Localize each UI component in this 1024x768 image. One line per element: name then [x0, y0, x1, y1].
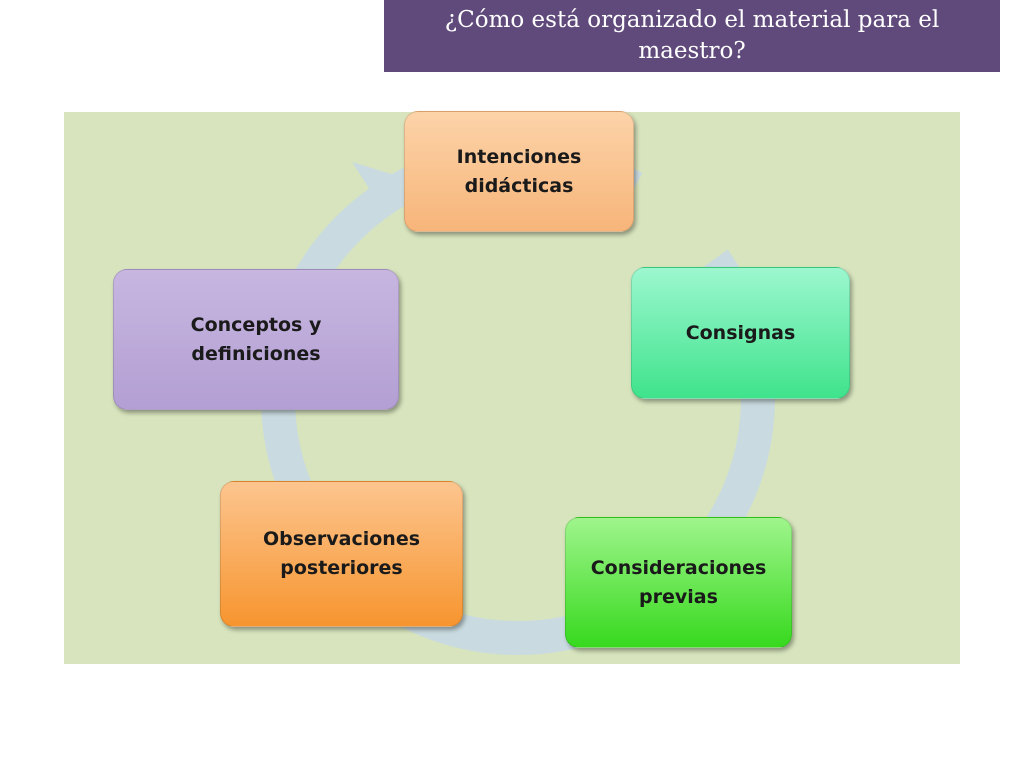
- node-label: Intenciones didácticas: [456, 145, 582, 197]
- node-label: Consignas: [685, 321, 796, 344]
- node-label: Conceptos y definiciones: [190, 313, 322, 365]
- title-bar: ¿Cómo está organizado el material para e…: [384, 0, 1000, 72]
- node-label: Consideraciones previas: [590, 556, 767, 608]
- slide-title: ¿Cómo está organizado el material para e…: [444, 7, 940, 64]
- node-label: Observaciones posteriores: [262, 528, 421, 579]
- node-intenciones-didacticas: Intenciones didácticas: [404, 111, 634, 232]
- node-conceptos-definiciones: Conceptos y definiciones: [113, 269, 399, 410]
- node-consignas: Consignas: [631, 267, 850, 399]
- cycle-arrowhead-icon: [352, 162, 398, 218]
- node-consideraciones-previas: Consideraciones previas: [565, 517, 792, 648]
- node-observaciones-posteriores: Observaciones posteriores: [220, 481, 463, 627]
